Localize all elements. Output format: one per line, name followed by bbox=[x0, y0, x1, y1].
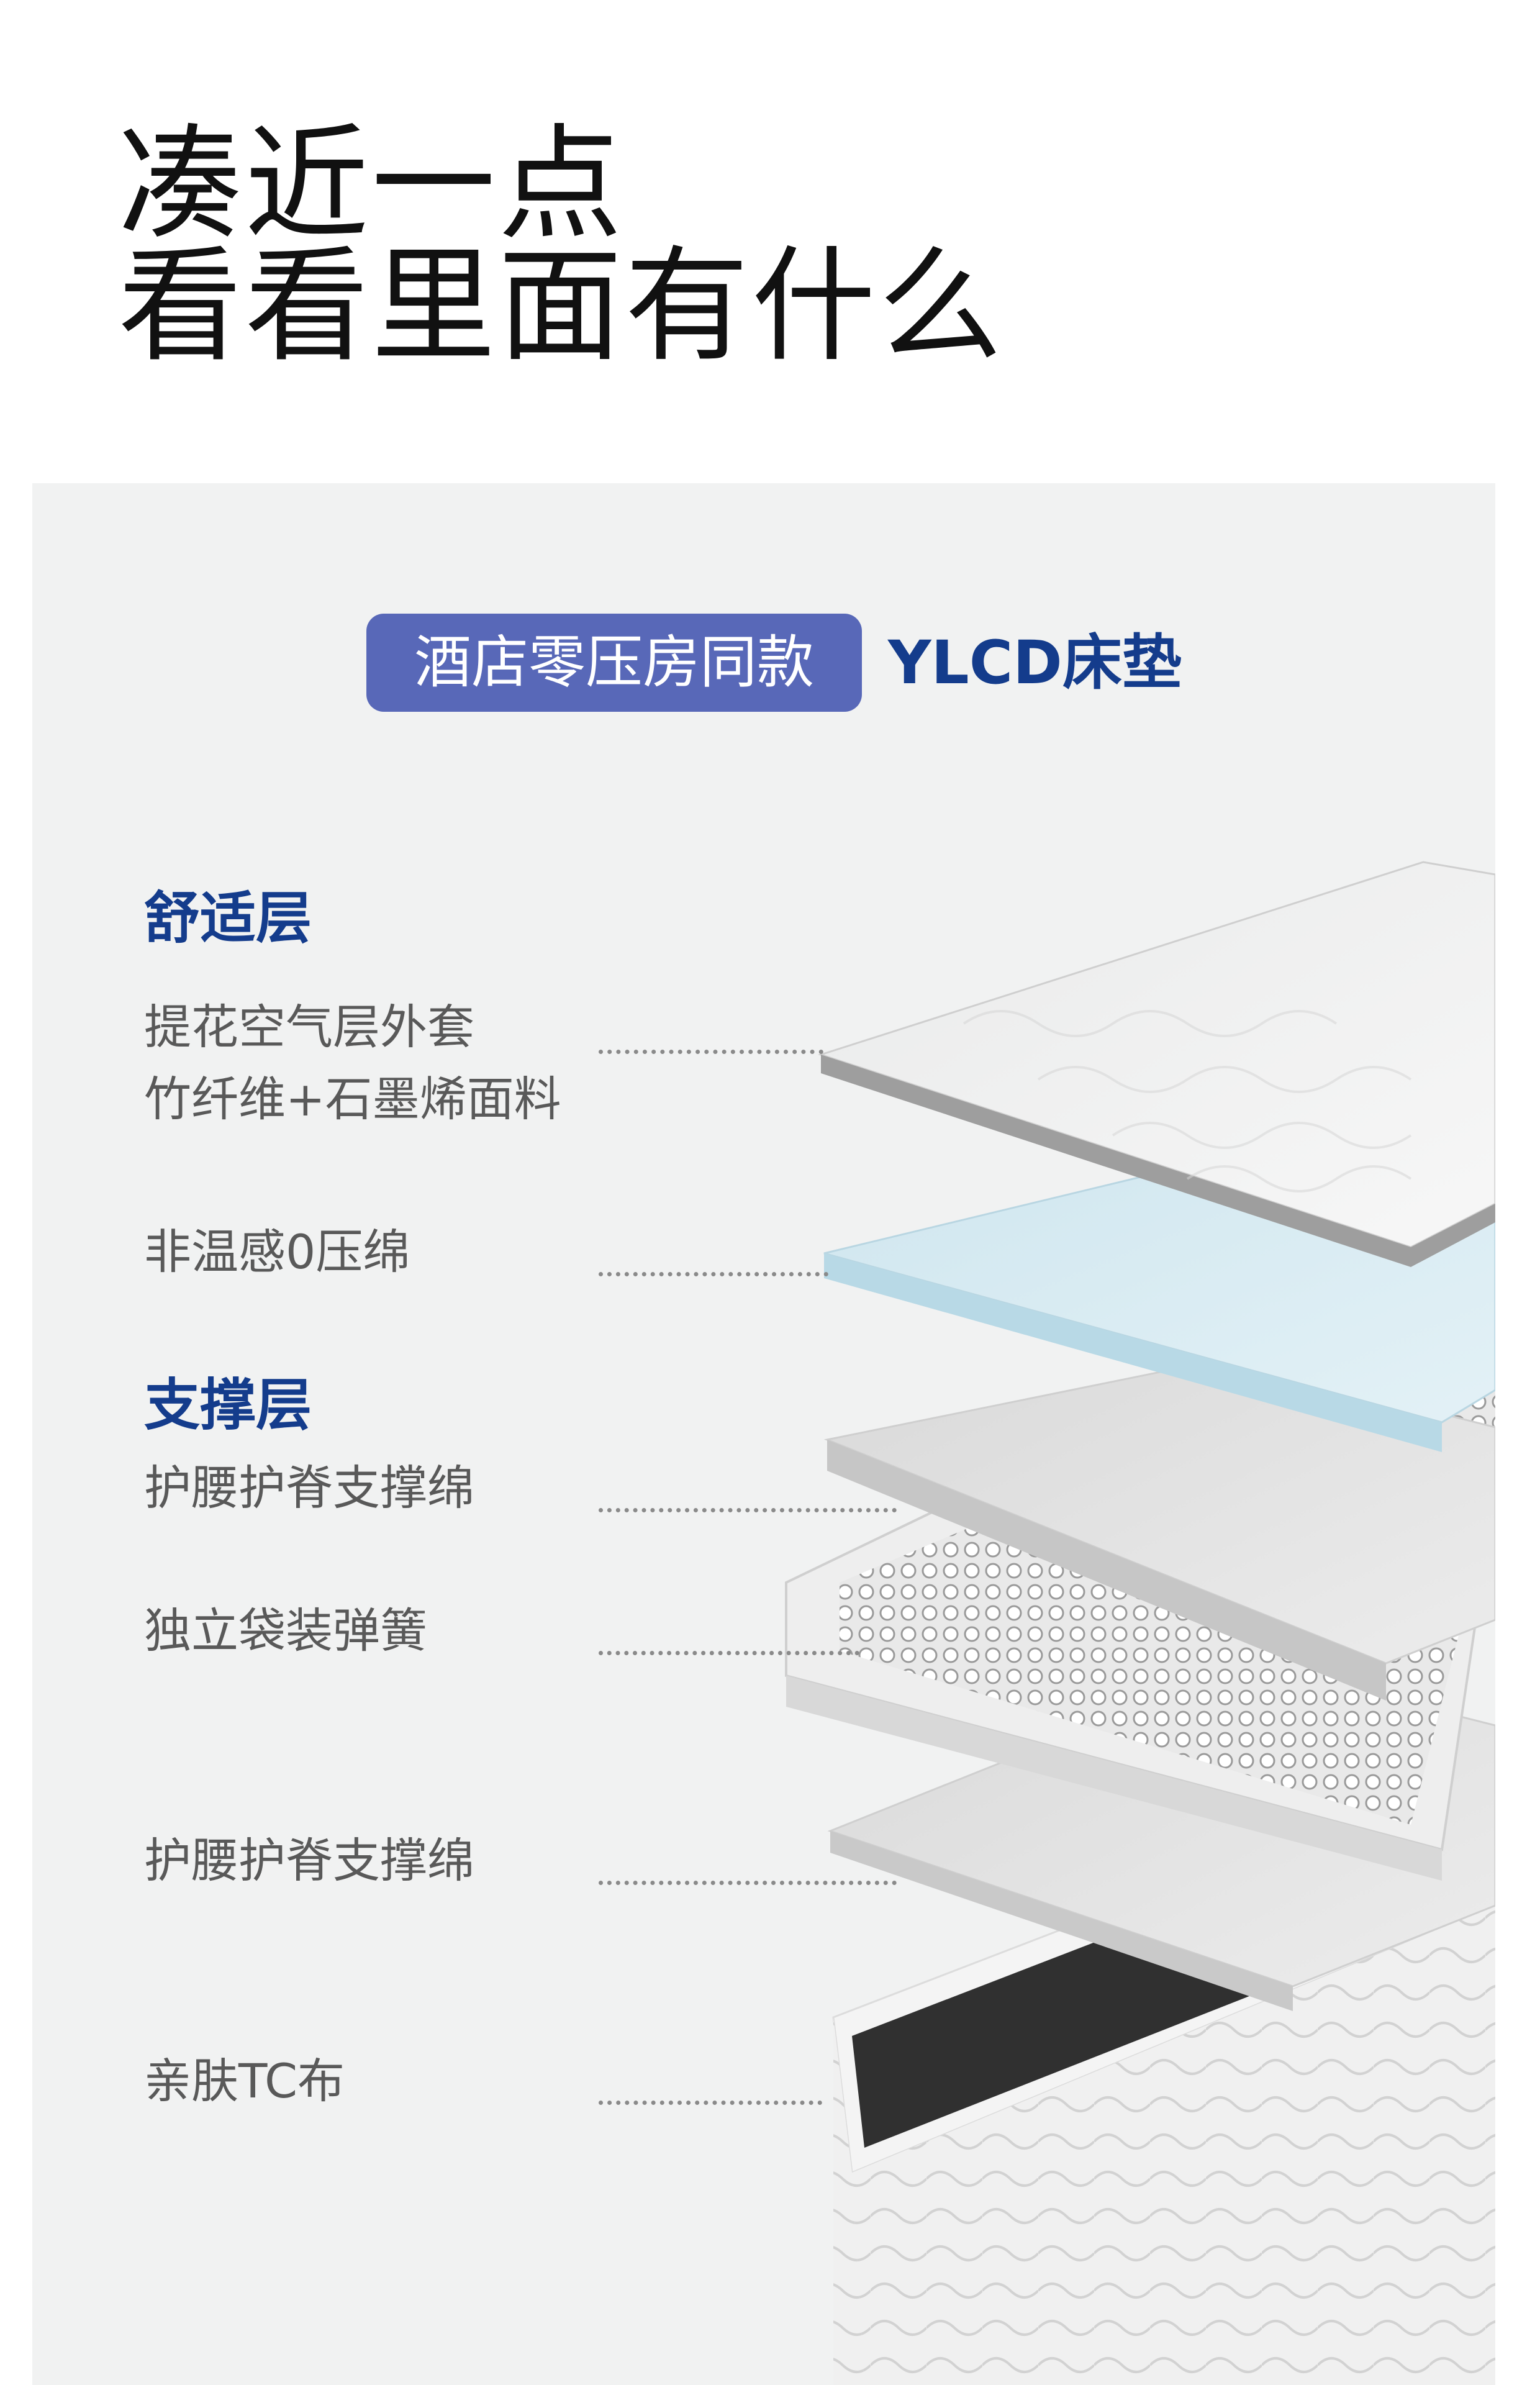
support-layer-title: 支撑层 bbox=[144, 1373, 312, 1438]
upper-support-foam-label: 护腰护脊支撑绵 bbox=[144, 1460, 474, 1515]
jacquard-cover-label: 提花空气层外套 竹纤维+石墨烯面料 bbox=[144, 991, 561, 1135]
upper-support-foam-leader bbox=[599, 1508, 897, 1512]
pocket-spring-leader bbox=[599, 1651, 859, 1655]
zero-pressure-foam-label: 非温感0压绵 bbox=[144, 1224, 410, 1279]
jacquard-cover-line-2: 竹纤维+石墨烯面料 bbox=[144, 1071, 561, 1127]
zero-pressure-foam-leader bbox=[599, 1272, 828, 1276]
headline-line-2: 看看里面有什么 bbox=[118, 234, 1005, 379]
headline-line-1: 凑近一点 bbox=[118, 112, 625, 257]
jacquard-cover-leader bbox=[599, 1050, 823, 1054]
lower-support-foam-label: 护腰护脊支撑绵 bbox=[144, 1833, 474, 1888]
tc-fabric-leader bbox=[599, 2101, 822, 2105]
brand-label: YLCD床垫 bbox=[888, 628, 1182, 697]
mattress-exploded-illustration bbox=[785, 861, 1495, 2385]
pocket-spring-label: 独立袋装弹簧 bbox=[144, 1603, 427, 1658]
page-headline: 凑近一点 看看里面有什么 bbox=[118, 112, 1005, 379]
mattress-layers-panel: 酒店零压房同款 YLCD床垫 bbox=[32, 483, 1495, 2385]
comfort-layer-title: 舒适层 bbox=[144, 886, 312, 951]
jacquard-top-cover-layer bbox=[818, 861, 1495, 1267]
jacquard-cover-line-1: 提花空气层外套 bbox=[144, 999, 474, 1055]
upper-support-foam-layer bbox=[823, 1358, 1495, 1701]
hotel-badge: 酒店零压房同款 bbox=[366, 614, 862, 712]
lower-support-foam-leader bbox=[599, 1881, 897, 1885]
tc-fabric-label: 亲肤TC布 bbox=[144, 2053, 345, 2109]
